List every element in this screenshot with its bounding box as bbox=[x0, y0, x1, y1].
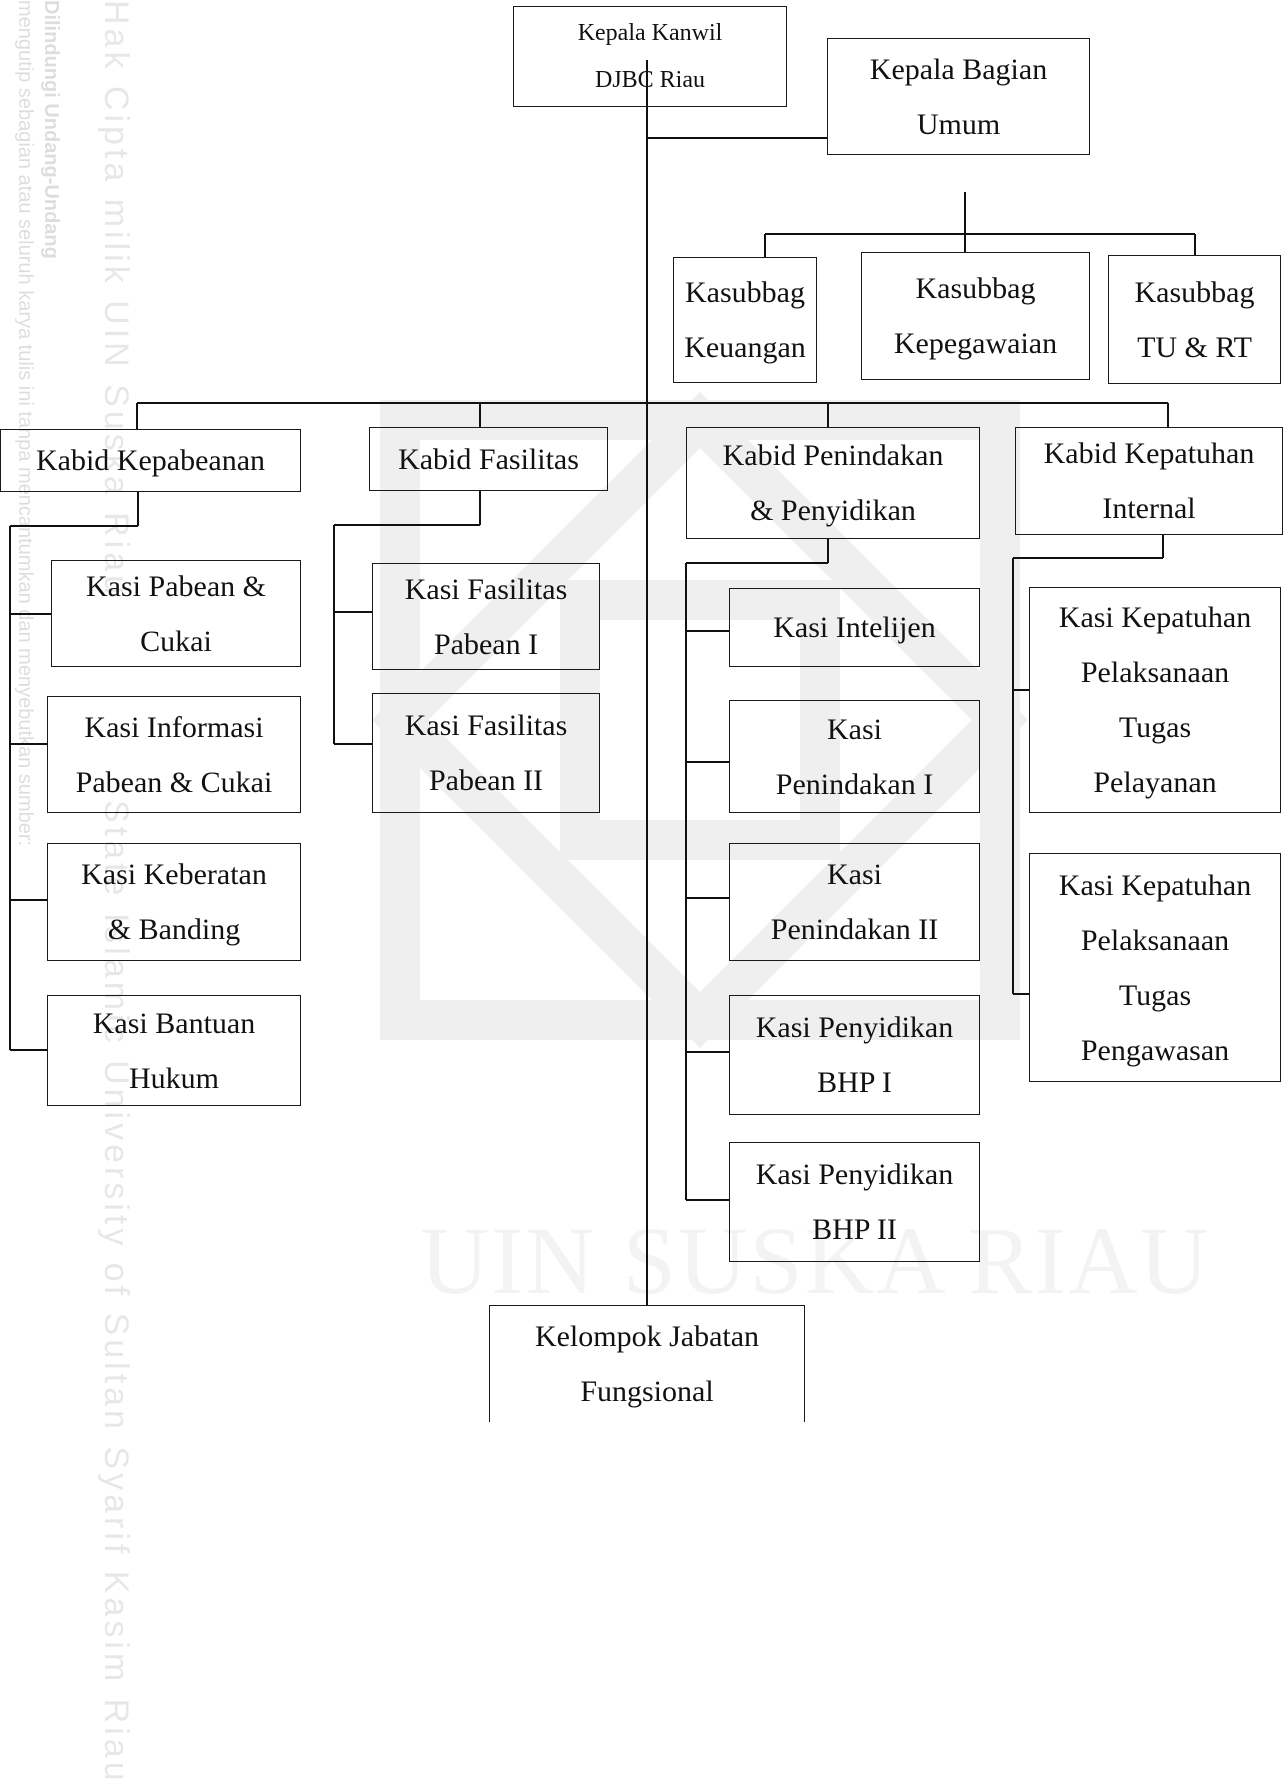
subsection-label: Kasubbag TU & RT bbox=[1134, 275, 1255, 364]
section-label: Kasi Fasilitas Pabean I bbox=[404, 572, 568, 661]
section-box: Kasi Penindakan II bbox=[729, 843, 980, 961]
section-label: Kasi Intelijen bbox=[773, 611, 936, 644]
division-box-fasilitas: Kabid Fasilitas bbox=[369, 427, 608, 491]
section-label: Kasi Penyidikan BHP II bbox=[755, 1158, 954, 1246]
section-box: Kasi Bantuan Hukum bbox=[47, 995, 301, 1106]
section-box: Kasi Kepatuhan Pelaksanaan Tugas Pengawa… bbox=[1029, 853, 1281, 1082]
watermark-bottom-text: UIN SUSKA RIAU bbox=[420, 1205, 1211, 1316]
section-label: Kasi Bantuan Hukum bbox=[92, 1006, 256, 1095]
functional-group-label: Kelompok Jabatan Fungsional bbox=[534, 1320, 760, 1408]
subsection-box-keuangan: Kasubbag Keuangan bbox=[673, 257, 817, 383]
section-box: Kasi Penindakan I bbox=[729, 700, 980, 813]
section-box: Kasi Pabean & Cukai bbox=[51, 560, 301, 667]
division-box-kepatuhan: Kabid Kepatuhan Internal bbox=[1015, 427, 1283, 535]
section-box: Kasi Fasilitas Pabean II bbox=[372, 693, 600, 813]
section-box: Kasi Keberatan & Banding bbox=[47, 843, 301, 961]
section-label: Kasi Pabean & Cukai bbox=[86, 569, 266, 658]
section-box: Kasi Kepatuhan Pelaksanaan Tugas Pelayan… bbox=[1029, 587, 1281, 813]
section-box: Kasi Penyidikan BHP I bbox=[729, 995, 980, 1115]
division-label: Kabid Penindakan & Penyidikan bbox=[722, 439, 944, 527]
division-label: Kabid Kepatuhan Internal bbox=[1043, 437, 1255, 525]
general-affairs-label: Kepala Bagian Umum bbox=[869, 52, 1048, 141]
division-box-penindakan: Kabid Penindakan & Penyidikan bbox=[686, 427, 980, 539]
section-box: Kasi Intelijen bbox=[729, 588, 980, 667]
division-label: Kabid Kepabeanan bbox=[35, 444, 266, 477]
division-box-kepabeanan: Kabid Kepabeanan bbox=[0, 429, 301, 492]
section-label: Kasi Kepatuhan Pelaksanaan Tugas Pelayan… bbox=[1058, 601, 1252, 799]
section-label: Kasi Informasi Pabean & Cukai bbox=[75, 710, 273, 799]
subsection-label: Kasubbag Keuangan bbox=[684, 276, 806, 364]
head-label: Kepala Kanwil DJBC Riau bbox=[577, 19, 723, 93]
section-label: Kasi Penindakan II bbox=[770, 858, 939, 946]
subsection-box-tu-rt: Kasubbag TU & RT bbox=[1108, 255, 1281, 384]
section-label: Kasi Penyidikan BHP I bbox=[755, 1011, 954, 1099]
general-affairs-box: Kepala Bagian Umum bbox=[827, 38, 1090, 155]
functional-group-box: Kelompok Jabatan Fungsional bbox=[489, 1305, 805, 1422]
subsection-box-kepegawaian: Kasubbag Kepegawaian bbox=[861, 252, 1090, 380]
division-label: Kabid Fasilitas bbox=[398, 442, 579, 476]
section-label: Kasi Penindakan I bbox=[775, 712, 934, 801]
section-box: Kasi Penyidikan BHP II bbox=[729, 1142, 980, 1262]
section-label: Kasi Kepatuhan Pelaksanaan Tugas Pengawa… bbox=[1058, 868, 1252, 1067]
section-label: Kasi Keberatan & Banding bbox=[81, 858, 267, 946]
head-box: Kepala Kanwil DJBC Riau bbox=[513, 6, 787, 107]
connector-lines bbox=[9, 60, 1196, 1305]
section-box: Kasi Fasilitas Pabean I bbox=[372, 563, 600, 670]
subsection-label: Kasubbag Kepegawaian bbox=[893, 272, 1058, 360]
section-box: Kasi Informasi Pabean & Cukai bbox=[47, 696, 301, 813]
section-label: Kasi Fasilitas Pabean II bbox=[404, 709, 568, 797]
